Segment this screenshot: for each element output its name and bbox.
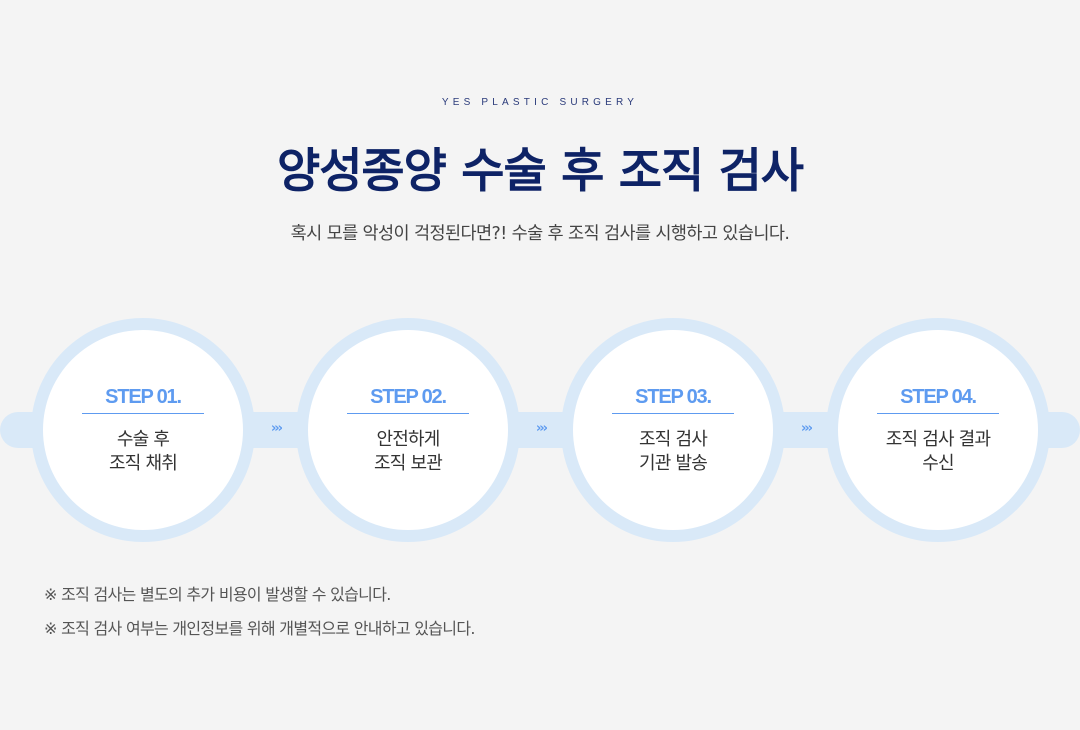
step-1: STEP 01. 수술 후 조직 채취 (31, 318, 255, 542)
step-description: 수술 후 조직 채취 (109, 429, 178, 474)
step-circle: STEP 03. 조직 검사 기관 발송 (573, 330, 773, 530)
step-circle: STEP 04. 조직 검사 결과 수신 (838, 330, 1038, 530)
note-cost: ※ 조직 검사는 별도의 추가 비용이 발생할 수 있습니다. (44, 585, 391, 604)
step-divider (877, 413, 999, 414)
step-divider (82, 413, 204, 414)
step-divider (612, 413, 734, 414)
chevron-right-icon: ››› (270, 421, 283, 436)
step-label: STEP 04. (900, 386, 977, 408)
page-subtitle: 혹시 모를 악성이 걱정된다면?! 수술 후 조직 검사를 시행하고 있습니다. (290, 224, 790, 244)
chevron-right-icon: ››› (535, 421, 548, 436)
step-2: STEP 02. 안전하게 조직 보관 (296, 318, 520, 542)
step-divider (347, 413, 469, 414)
notes: ※ 조직 검사는 별도의 추가 비용이 발생할 수 있습니다. ※ 조직 검사 … (44, 578, 475, 646)
chevron-right-icon: ››› (800, 421, 813, 436)
brand-eyebrow: YES PLASTIC SURGERY (441, 97, 639, 108)
step-label: STEP 03. (635, 386, 712, 408)
step-description: 안전하게 조직 보관 (374, 429, 443, 474)
step-label: STEP 01. (105, 386, 182, 408)
note-privacy: ※ 조직 검사 여부는 개인정보를 위해 개별적으로 안내하고 있습니다. (44, 619, 475, 638)
step-3: STEP 03. 조직 검사 기관 발송 (561, 318, 785, 542)
step-circle: STEP 02. 안전하게 조직 보관 (308, 330, 508, 530)
page-title: 양성종양 수술 후 조직 검사 (276, 144, 804, 199)
step-circle: STEP 01. 수술 후 조직 채취 (43, 330, 243, 530)
step-description: 조직 검사 기관 발송 (639, 429, 708, 474)
step-description: 조직 검사 결과 수신 (885, 429, 991, 474)
step-4: STEP 04. 조직 검사 결과 수신 (826, 318, 1050, 542)
step-label: STEP 02. (370, 386, 447, 408)
